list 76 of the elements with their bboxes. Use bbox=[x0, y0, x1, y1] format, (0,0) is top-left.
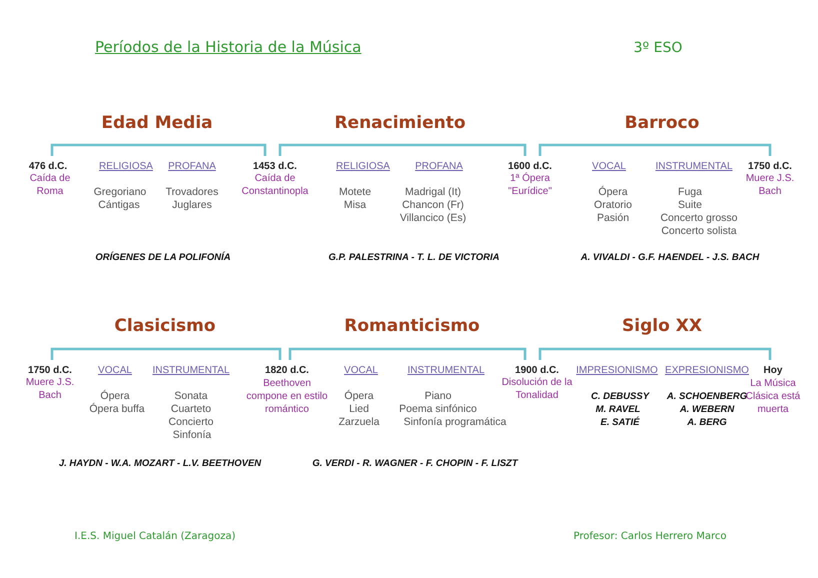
category-heading: INSTRUMENTAL bbox=[655, 160, 733, 172]
event-note: Muere J.S. Bach bbox=[24, 376, 76, 402]
genre-item: Sinfonía programática bbox=[404, 416, 506, 428]
category-heading: EXPRESIONISMO bbox=[665, 364, 749, 376]
event-note: Disolución de la Tonalidad bbox=[500, 376, 574, 402]
category-heading: RELIGIOSA bbox=[336, 160, 390, 172]
event-note: Muere J.S. Bach bbox=[744, 172, 796, 198]
genre-item: Poema sinfónico bbox=[399, 402, 477, 416]
footer-note: I.E.S. Miguel Catalán (Zaragoza) bbox=[74, 530, 236, 542]
genre-item: Concerto solista bbox=[661, 224, 737, 238]
composer-names: A. BERG bbox=[687, 416, 727, 428]
footer-note: Profesor: Carlos Herrero Marco bbox=[574, 530, 726, 542]
category-heading: INSTRUMENTAL bbox=[407, 364, 485, 376]
genre-item: Chancon (Fr) bbox=[402, 198, 464, 212]
genre-item: Fuga bbox=[678, 186, 702, 198]
genre-item: Piano bbox=[424, 390, 452, 402]
composer-names: E. SATIÉ bbox=[600, 416, 640, 428]
course-label: 3º ESO bbox=[634, 39, 682, 57]
period-heading: Edad Media bbox=[101, 113, 213, 133]
genre-item: Oratorio bbox=[594, 198, 632, 212]
composer-names: A. WEBERN bbox=[680, 402, 734, 416]
genre-item: Ópera buffa bbox=[89, 402, 145, 416]
date-label: 1750 d.C. bbox=[28, 364, 72, 376]
category-heading: VOCAL bbox=[344, 364, 378, 376]
date-label: 1750 d.C. bbox=[748, 160, 792, 172]
genre-item: Gregoriano bbox=[94, 186, 146, 198]
composer-names: M. RAVEL bbox=[596, 402, 640, 416]
genre-item: Sinfonía bbox=[172, 428, 212, 442]
category-heading: RELIGIOSA bbox=[99, 160, 153, 172]
genre-item: Suite bbox=[678, 198, 702, 212]
title: Períodos de la Historia de la Música bbox=[95, 38, 362, 56]
period-heading: Siglo XX bbox=[622, 316, 702, 336]
category-heading: IMPRESIONISMO bbox=[576, 364, 658, 376]
genre-item: Misa bbox=[344, 198, 366, 212]
category-heading: PROFANA bbox=[168, 160, 216, 172]
category-heading: INSTRUMENTAL bbox=[152, 364, 230, 376]
genre-item: Ópera bbox=[344, 390, 374, 402]
genre-item: Cántigas bbox=[98, 198, 140, 212]
genre-item: Villancico (Es) bbox=[400, 212, 466, 224]
genre-item: Zarzuela bbox=[338, 416, 380, 428]
category-heading: PROFANA bbox=[415, 160, 463, 172]
date-label: 1820 d.C. bbox=[265, 364, 309, 376]
composer-names: C. DEBUSSY bbox=[590, 390, 650, 402]
category-heading: VOCAL bbox=[592, 160, 626, 172]
date-label: 1453 d.C. bbox=[253, 160, 297, 172]
date-label: Hoy bbox=[764, 364, 782, 376]
period-heading: Renacimiento bbox=[334, 113, 466, 133]
genre-item: Ópera bbox=[100, 390, 130, 402]
period-heading: Clasicismo bbox=[114, 316, 216, 336]
genre-item: Motete bbox=[338, 186, 372, 198]
genre-item: Juglares bbox=[172, 198, 212, 212]
genre-item: Ópera bbox=[598, 186, 628, 198]
genre-item: Trovadores bbox=[166, 186, 218, 198]
composer-names: G. VERDI - R. WAGNER - F. CHOPIN - F. LISZT bbox=[312, 456, 518, 470]
category-heading: VOCAL bbox=[98, 364, 132, 376]
composer-names: A. VIVALDI - G.F. HAENDEL - J.S. BACH bbox=[580, 250, 760, 264]
event-note: Caída de Constantinopla bbox=[240, 172, 310, 198]
genre-item: Sonata bbox=[174, 390, 208, 402]
genre-item: Concerto grosso bbox=[660, 212, 738, 224]
genre-item: Pasión bbox=[596, 212, 630, 224]
period-heading: Romanticismo bbox=[344, 316, 480, 336]
event-note: 1ª Ópera "Eurídice" bbox=[507, 172, 553, 198]
period-heading: Barroco bbox=[624, 113, 700, 133]
composer-names: G.P. PALESTRINA - T. L. DE VICTORIA bbox=[328, 250, 500, 264]
date-label: 1600 d.C. bbox=[508, 160, 552, 172]
genre-item: Lied bbox=[349, 402, 369, 416]
date-label: 476 d.C. bbox=[28, 160, 68, 172]
composer-names: J. HAYDN - W.A. MOZART - L.V. BEETHOVEN bbox=[58, 456, 262, 470]
genre-item: Cuarteto bbox=[170, 402, 212, 416]
genre-item: Concierto bbox=[168, 416, 214, 428]
composer-names: ORÍGENES DE LA POLIFONÍA bbox=[95, 250, 231, 264]
event-note: Caída de Roma bbox=[28, 172, 72, 198]
genre-item: Madrigal (It) bbox=[405, 186, 461, 198]
event-note: Beethoven compone en estilo romántico bbox=[245, 376, 329, 416]
date-label: 1900 d.C. bbox=[515, 364, 559, 376]
composer-names: A. SCHOENBERG bbox=[666, 390, 748, 402]
